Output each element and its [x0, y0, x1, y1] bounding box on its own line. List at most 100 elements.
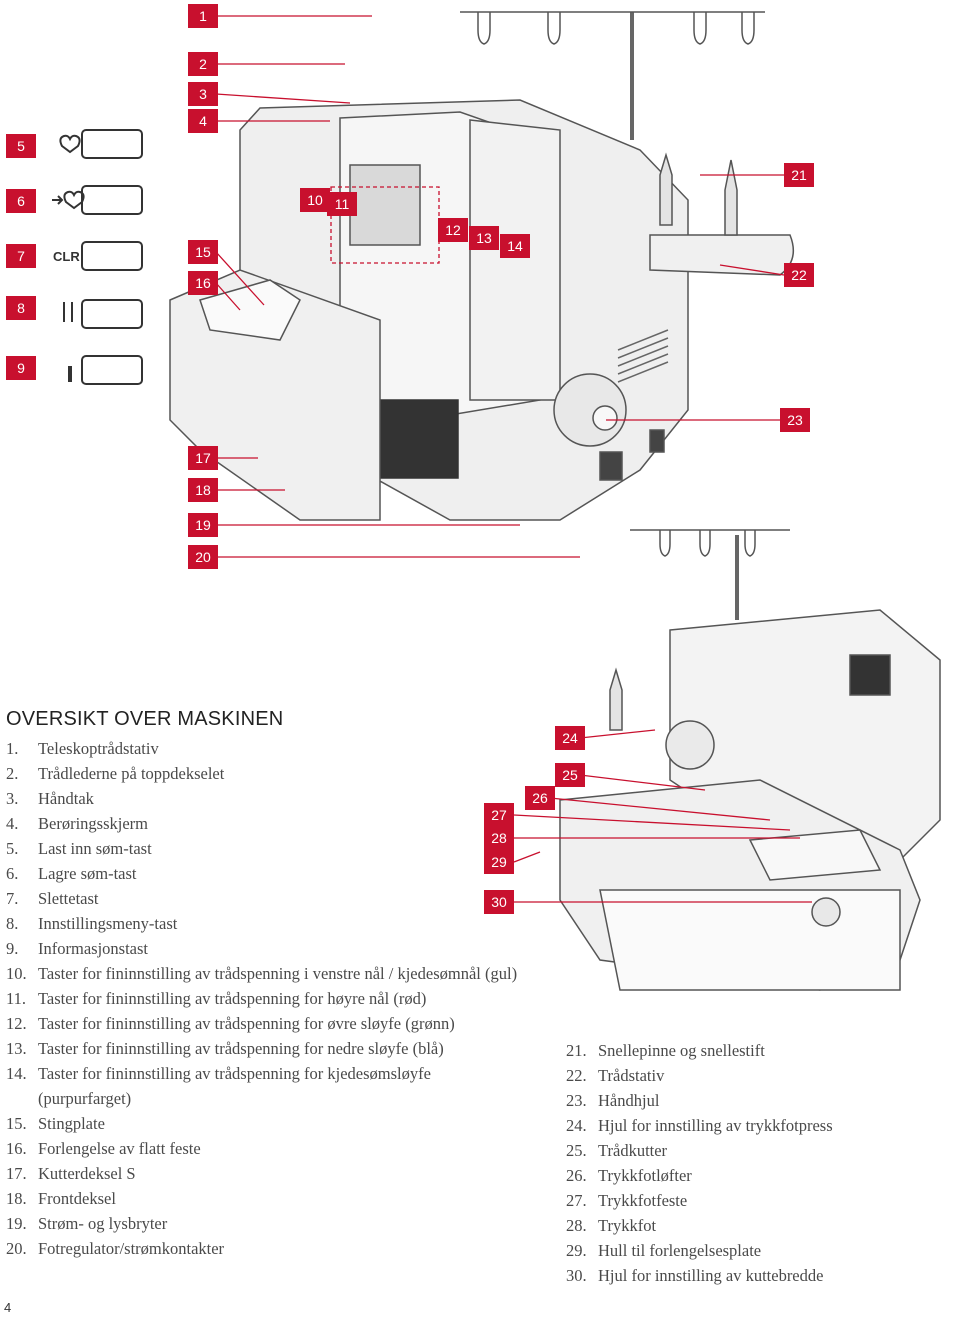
legend-item: 27. Trykkfotfeste: [566, 1188, 956, 1213]
legend-item-number: 26.: [566, 1166, 587, 1185]
legend-item-number: 25.: [566, 1141, 587, 1160]
legend-item-text: Stingplate: [38, 1114, 105, 1133]
callout-7: 7: [6, 244, 36, 268]
legend-item-text: Taster for fininnstilling av trådspennin…: [38, 1064, 431, 1108]
legend-item-text: Taster for fininnstilling av trådspennin…: [38, 1039, 444, 1058]
legend-item-number: 14.: [6, 1064, 27, 1083]
callout-28: 28: [484, 826, 514, 850]
legend-item: 12. Taster for fininnstilling av trådspen…: [6, 1011, 526, 1036]
legend-item-number: 19.: [6, 1214, 27, 1233]
legend-item: 29. Hull til forlengelsesplate: [566, 1238, 956, 1263]
legend-item-text: Trykkfotløfter: [598, 1166, 692, 1185]
legend-item: 4.Berøringsskjerm: [6, 811, 526, 836]
legend-item: 7. Slettetast: [6, 886, 526, 911]
legend-item-text: Trykkfotfeste: [598, 1191, 688, 1210]
callout-27: 27: [484, 803, 514, 827]
legend-item: 14. Taster for fininnstilling av trådspen…: [6, 1061, 526, 1111]
legend-item: 16. Forlengelse av flatt feste: [6, 1136, 526, 1161]
legend-item-number: 10.: [6, 964, 27, 983]
legend-item-number: 27.: [566, 1191, 587, 1210]
page-number: 4: [4, 1300, 12, 1315]
legend-item-number: 16.: [6, 1139, 27, 1158]
callout-2: 2: [188, 52, 218, 76]
callout-9: 9: [6, 356, 36, 380]
callout-12: 12: [438, 218, 468, 242]
legend-item-number: 7.: [6, 889, 19, 908]
legend-item-text: Slettetast: [38, 889, 99, 908]
callout-8: 8: [6, 296, 36, 320]
legend-item: 25. Trådkutter: [566, 1138, 956, 1163]
legend-item-text: Trådkutter: [598, 1141, 668, 1160]
legend-item-number: 28.: [566, 1216, 587, 1235]
legend-item-text: Håndhjul: [598, 1091, 660, 1110]
callout-29: 29: [484, 850, 514, 874]
legend-item-number: 13.: [6, 1039, 27, 1058]
callout-10: 10: [300, 188, 330, 212]
legend-item-number: 6.: [6, 864, 19, 883]
callout-19: 19: [188, 513, 218, 537]
side-buttons: [81, 129, 143, 385]
legend-item: 2.Trådlederne på toppdekselet: [6, 761, 526, 786]
legend-item-text: Trykkfot: [598, 1216, 657, 1235]
legend-item-text: Berøringsskjerm: [38, 814, 148, 833]
legend-item: 30. Hjul for innstilling av kuttebredde: [566, 1263, 956, 1288]
section-title: OVERSIKT OVER MASKINEN: [6, 708, 284, 730]
callout-30: 30: [484, 890, 514, 914]
legend-item-text: Hull til forlengelsesplate: [598, 1241, 762, 1260]
callout-1: 1: [188, 4, 218, 28]
legend-item-text: Taster for fininnstilling av trådspennin…: [38, 1014, 455, 1033]
callout-26: 26: [525, 786, 555, 810]
legend-item-text: Strøm- og lysbryter: [38, 1214, 168, 1233]
callout-14: 14: [500, 234, 530, 258]
bottom-machine-drawing: [559, 529, 941, 991]
legend-item-text: Kutterdeksel S: [38, 1164, 136, 1183]
callout-4: 4: [188, 109, 218, 133]
legend-item-text: Teleskoptrådstativ: [38, 739, 159, 758]
callout-3: 3: [188, 82, 218, 106]
legend-item: 9.Informasjonstast: [6, 936, 526, 961]
settings-tools-icon: [63, 302, 73, 322]
legend-item-number: 23.: [566, 1091, 587, 1110]
legend-item: 6.Lagre søm-tast: [6, 861, 526, 886]
callout-20: 20: [188, 545, 218, 569]
legend-item-text: Trådlederne på toppdekselet: [38, 764, 225, 783]
legend-item-number: 24.: [566, 1116, 587, 1135]
callout-23: 23: [780, 408, 810, 432]
callout-5: 5: [6, 134, 36, 158]
legend-item: 17.Kutterdeksel S: [6, 1161, 526, 1186]
legend-item-text: Forlengelse av flatt feste: [38, 1139, 201, 1158]
legend-item-number: 22.: [566, 1066, 587, 1085]
legend-item: 15. Stingplate: [6, 1111, 526, 1136]
legend-item-text: Snellepinne og snellestift: [598, 1041, 765, 1060]
callout-22: 22: [784, 263, 814, 287]
callout-24: 24: [555, 726, 585, 750]
callout-25: 25: [555, 763, 585, 787]
legend-item: 3.Håndtak: [6, 786, 526, 811]
button-icons: [52, 134, 85, 382]
legend-item: 20.Fotregulator/strømkontakter: [6, 1236, 526, 1261]
legend-item-number: 15.: [6, 1114, 27, 1133]
leader-lines-top: [215, 15, 785, 558]
legend-item-number: 11.: [6, 989, 27, 1008]
legend-item-number: 5.: [6, 839, 19, 858]
legend-item-text: Hjul for innstilling av trykkfotpress: [598, 1116, 833, 1135]
legend-item-text: Last inn søm-tast: [38, 839, 152, 858]
legend-item-text: Taster for fininnstilling av trådspennin…: [38, 989, 427, 1008]
legend-item: 23. Håndhjul: [566, 1088, 956, 1113]
callout-11: 11: [327, 192, 357, 216]
legend-item-number: 8.: [6, 914, 19, 933]
legend-item-text: Hjul for innstilling av kuttebredde: [598, 1266, 824, 1285]
legend-item-text: Informasjonstast: [38, 939, 148, 958]
legend-item-number: 18.: [6, 1189, 27, 1208]
legend-item: 24. Hjul for innstilling av trykkfotpress: [566, 1113, 956, 1138]
legend-item-number: 12.: [6, 1014, 27, 1033]
legend-item: 22.Trådstativ: [566, 1063, 956, 1088]
legend-item: 8.Innstillingsmeny-tast: [6, 911, 526, 936]
legend-item-number: 30.: [566, 1266, 587, 1285]
callout-15: 15: [188, 240, 218, 264]
legend-item-text: Håndtak: [38, 789, 94, 808]
legend-item-number: 29.: [566, 1241, 587, 1260]
legend-item: 10.Taster for fininnstilling av trådspen…: [6, 961, 526, 986]
legend-item-text: Frontdeksel: [38, 1189, 116, 1208]
